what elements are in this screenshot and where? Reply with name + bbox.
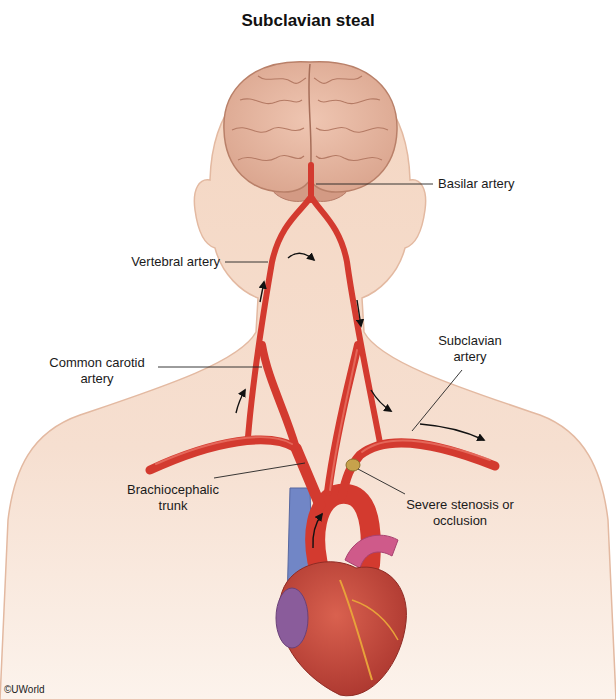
artery-highlights — [156, 350, 490, 490]
gyrus — [314, 76, 362, 83]
coronary-artery — [340, 580, 372, 680]
flow-arrow — [236, 390, 245, 413]
right-subclavian-artery — [150, 440, 296, 470]
label-subclavian: Subclavian artery — [422, 333, 518, 365]
leader-lines — [158, 184, 462, 494]
flow-arrow — [260, 282, 264, 302]
flow-arrow — [420, 424, 484, 440]
label-carotid: Common carotid artery — [38, 355, 156, 387]
brain-gyri — [232, 76, 388, 161]
leader-line — [214, 463, 305, 478]
pulmonary-trunk — [345, 535, 398, 568]
gyrus — [258, 76, 306, 83]
label-vertebral: Vertebral artery — [96, 254, 220, 270]
flow-arrow — [288, 253, 314, 260]
right-common-carotid — [262, 345, 296, 448]
heart — [276, 488, 406, 696]
leader-line — [358, 469, 405, 494]
gyrus — [318, 99, 380, 104]
coronary-artery — [352, 600, 398, 640]
label-basilar: Basilar artery — [438, 176, 588, 192]
gyrus — [316, 155, 382, 160]
highlight — [362, 440, 490, 460]
basilar-artery — [308, 165, 314, 200]
flow-arrow — [371, 390, 391, 411]
brain — [224, 62, 397, 202]
leader-line — [158, 367, 262, 368]
flow-arrow — [313, 514, 322, 548]
gyrus — [240, 99, 302, 104]
copyright-mark: ©UWorld — [4, 683, 94, 696]
figure-title: Subclavian steal — [0, 11, 616, 31]
leader-line — [412, 370, 462, 431]
highlight — [156, 437, 292, 464]
gyrus — [238, 155, 304, 160]
right-vertebral-artery — [248, 198, 310, 437]
gyrus — [232, 127, 304, 132]
label-stenosis: Severe stenosis or occlusion — [398, 497, 522, 529]
gyrus — [316, 127, 388, 132]
brachiocephalic-trunk — [296, 448, 320, 505]
leader-line — [316, 184, 433, 185]
right-atrium — [276, 588, 308, 648]
label-brachiocephalic: Brachiocephalic trunk — [114, 482, 232, 514]
leader-line — [225, 262, 268, 263]
flow-arrow — [357, 300, 361, 326]
